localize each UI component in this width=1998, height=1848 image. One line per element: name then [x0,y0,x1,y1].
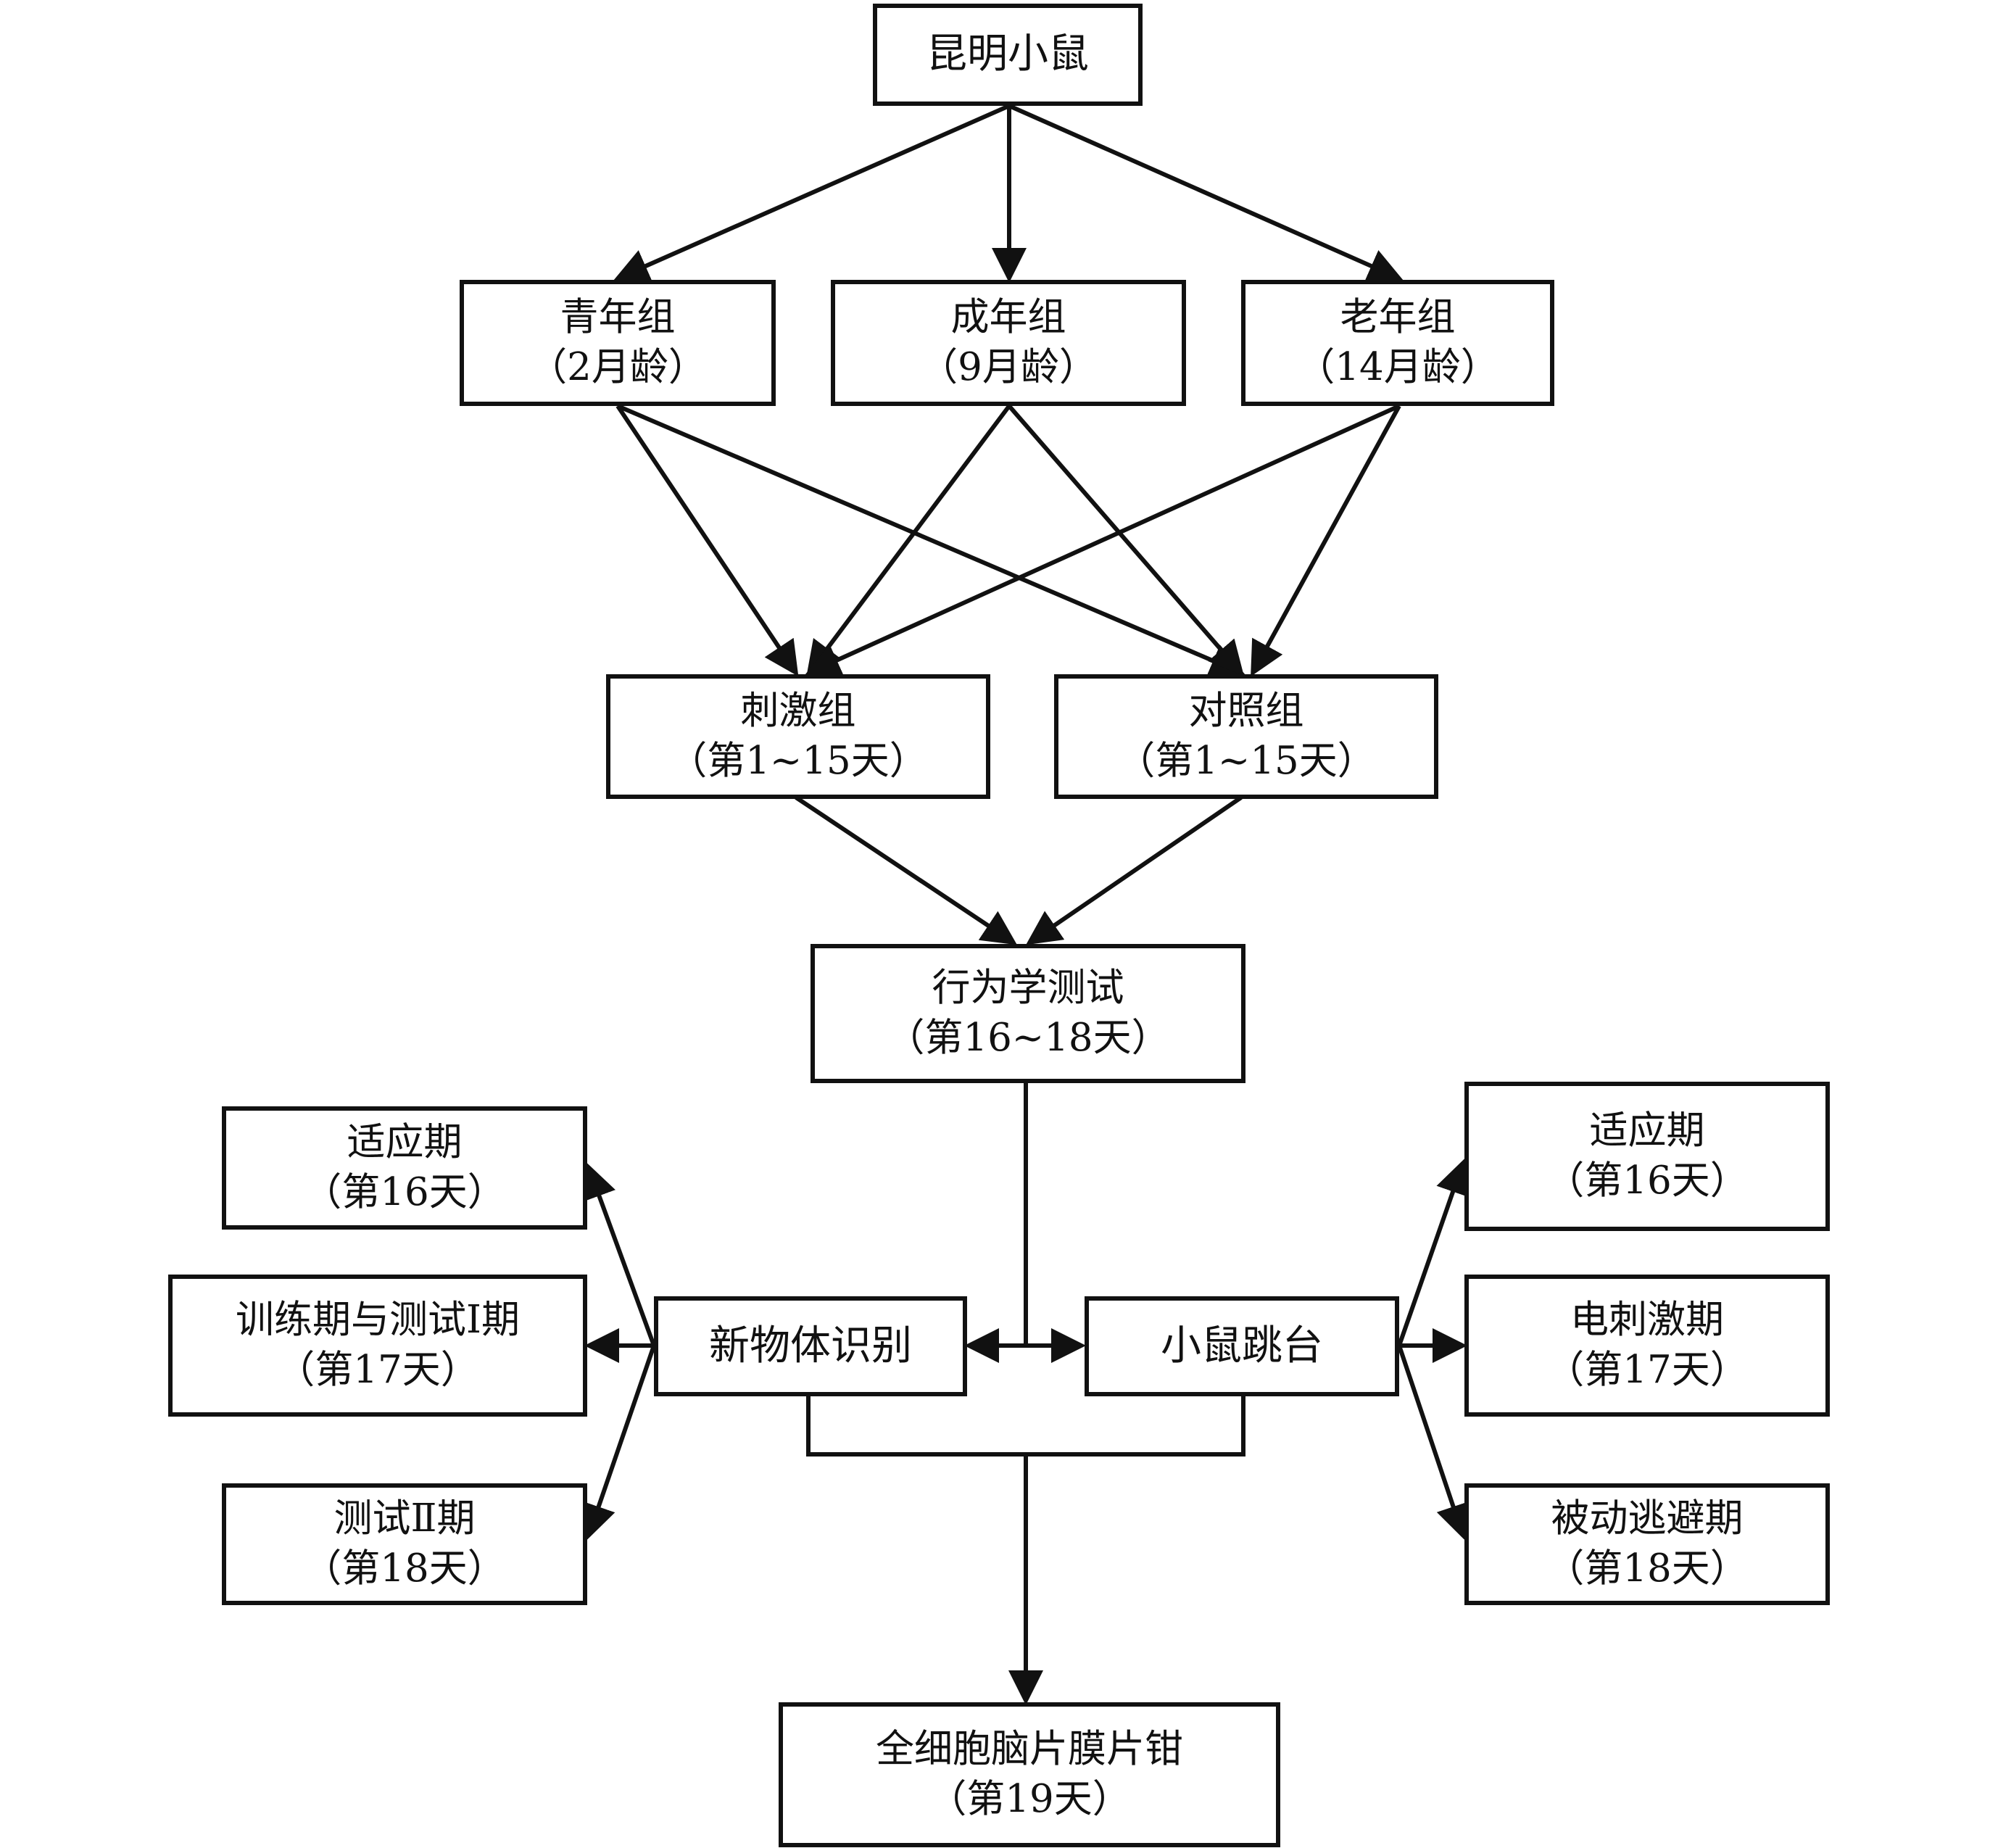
novel-phase-sub: （第18天） [303,1546,506,1591]
connector-adult-stim [806,405,1011,676]
patch-clamp-box: 全细胞脑片膜片钳 （第19天） [779,1702,1280,1847]
novel-phase-box: 适应期 （第16天） [222,1106,587,1230]
novel-object-label: 新物体识别 [709,1322,912,1370]
connector-root-old [1008,104,1404,282]
novel-phase-sub: （第17天） [276,1348,479,1392]
age-group-adult-label: 成年组 [950,295,1066,340]
behavior-test-label: 行为学测试 [932,966,1124,1011]
connector-youth-ctrl [616,404,1245,677]
stepdown-phase-sub: （第18天） [1546,1546,1749,1591]
patch-clamp-label: 全细胞脑片膜片钳 [876,1727,1183,1772]
connector-merge-bracket [806,1396,1245,1457]
stepdown-phase-box: 被动逃避期 （第18天） [1464,1483,1830,1605]
age-group-old-label: 老年组 [1340,295,1456,340]
patch-clamp-sub: （第19天） [928,1777,1131,1821]
novel-object-box: 新物体识别 [654,1296,967,1396]
connector-ctrl-behavior [1026,795,1243,945]
stepdown-phase-label: 适应期 [1589,1109,1705,1153]
stepdown-phase-sub: （第16天） [1546,1159,1749,1203]
connector-old-stim [805,404,1401,676]
connector-stepdown-phase3 [1397,1345,1470,1540]
age-group-adult-sub: （9月龄） [919,345,1098,389]
step-down-label: 小鼠跳台 [1161,1322,1323,1370]
connector-stim-behavior [795,795,1017,945]
age-group-adult-box: 成年组 （9月龄） [831,280,1186,406]
behavior-test-box: 行为学测试 （第16~18天） [811,944,1245,1083]
connector-stepdown-phase1 [1397,1159,1470,1346]
age-group-old-sub: （14月龄） [1296,345,1499,389]
control-group-box: 对照组 （第1~15天） [1054,674,1438,799]
stepdown-phase-sub: （第17天） [1546,1348,1749,1392]
novel-phase-box: 测试Ⅱ期 （第18天） [222,1483,587,1605]
novel-phase-label: 适应期 [347,1120,463,1165]
age-group-old-box: 老年组 （14月龄） [1241,280,1554,406]
root-box: 昆明小鼠 [873,4,1143,106]
connector-novel-phase1 [582,1163,656,1347]
connector-youth-stim [615,405,799,676]
novel-phase-label: 测试Ⅱ期 [333,1496,476,1541]
age-group-youth-label: 青年组 [560,295,676,340]
novel-phase-box: 训练期与测试Ⅰ期 （第17天） [168,1275,587,1417]
root-label: 昆明小鼠 [927,30,1089,78]
connector-adult-ctrl [1007,405,1244,676]
stimulation-group-box: 刺激组 （第1~15天） [606,674,990,799]
age-group-youth-sub: （2月龄） [528,345,707,389]
stepdown-phase-box: 适应期 （第16天） [1464,1082,1830,1231]
novel-phase-sub: （第16天） [303,1170,506,1214]
stimulation-group-label: 刺激组 [740,689,856,734]
stepdown-phase-label: 电刺激期 [1570,1298,1724,1343]
stepdown-phase-box: 电刺激期 （第17天） [1464,1275,1830,1417]
stimulation-group-sub: （第1~15天） [668,739,928,783]
stepdown-phase-label: 被动逃避期 [1551,1496,1744,1541]
step-down-box: 小鼠跳台 [1085,1296,1399,1396]
control-group-sub: （第1~15天） [1116,739,1376,783]
connector-old-ctrl [1251,405,1401,677]
connector-root-youth [613,104,1011,283]
age-group-youth-box: 青年组 （2月龄） [460,280,776,406]
control-group-label: 对照组 [1188,689,1304,734]
connector-novel-phase3 [581,1345,656,1540]
behavior-test-sub: （第16~18天） [886,1016,1170,1060]
novel-phase-label: 训练期与测试Ⅰ期 [236,1298,520,1343]
